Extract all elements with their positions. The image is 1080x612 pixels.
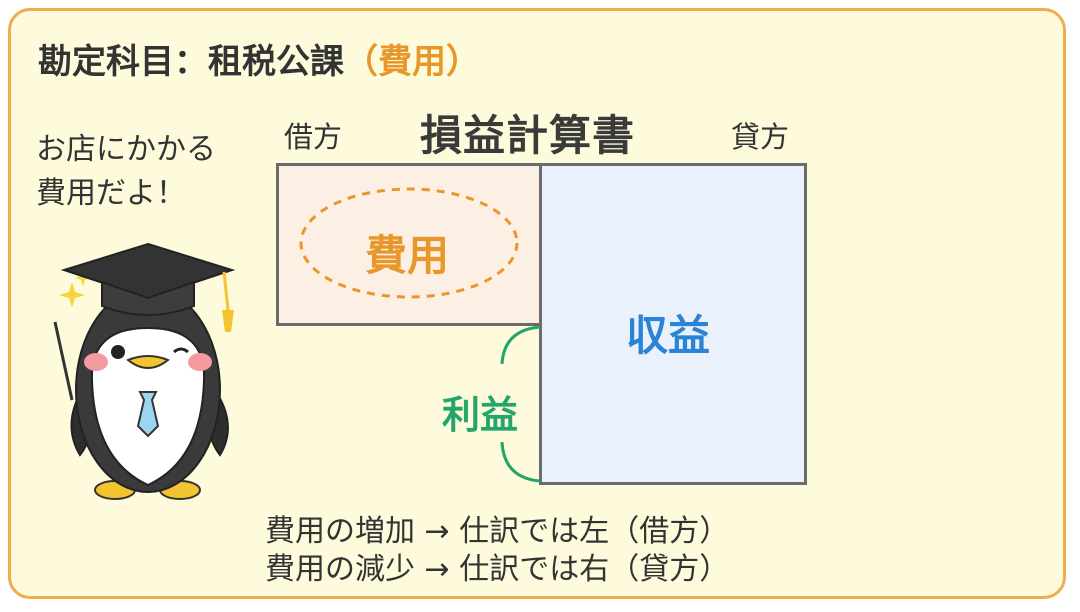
profit-label: 利益 bbox=[442, 393, 519, 437]
title-main: 勘定科目：租税公課 bbox=[38, 42, 344, 82]
profit-bracket bbox=[500, 325, 541, 483]
speech-line-2: 費用だよ！ bbox=[36, 176, 186, 211]
note-increase: 費用の増加 → 仕訳では左（借方） bbox=[265, 514, 730, 549]
speech-text: お店にかかる 費用だよ！ bbox=[36, 128, 216, 216]
statement-title: 損益計算書 bbox=[420, 111, 636, 160]
title-accent: （費用） bbox=[344, 42, 480, 82]
penguin-professor-icon bbox=[53, 242, 236, 500]
page-title: 勘定科目：租税公課（費用） bbox=[38, 34, 480, 83]
debit-label: 借方 bbox=[284, 120, 343, 154]
expense-highlight-ellipse bbox=[299, 187, 519, 299]
expense-label: 費用 bbox=[365, 231, 450, 280]
credit-label: 貸方 bbox=[731, 120, 790, 154]
note-decrease: 費用の減少 → 仕訳では右（貸方） bbox=[265, 552, 730, 587]
revenue-box bbox=[539, 163, 807, 485]
speech-line-1: お店にかかる bbox=[36, 132, 216, 167]
revenue-label: 収益 bbox=[626, 311, 711, 360]
